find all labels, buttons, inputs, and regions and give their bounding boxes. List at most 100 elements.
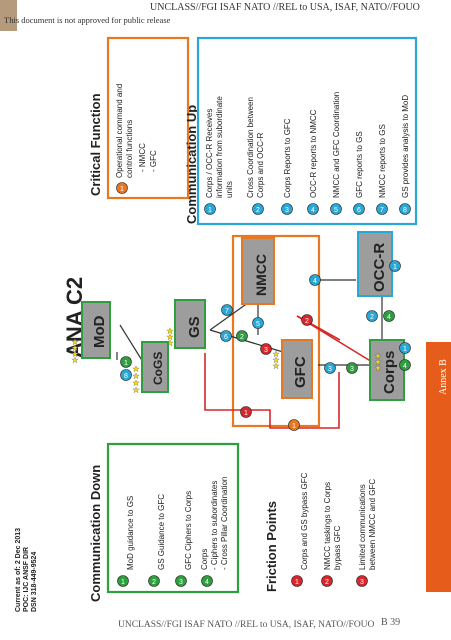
svg-text:1: 1 [121,579,125,586]
svg-text:1: 1 [295,579,299,586]
svg-text:2: 2 [305,318,309,325]
svg-text:Corps: Corps [381,351,398,394]
svg-text:1: 1 [124,360,128,367]
svg-text:1: 1 [393,264,397,271]
up-item-5-text: NMCC and GFC Coordination [332,92,341,198]
svg-text:1: 1 [120,186,124,193]
node-mod [81,301,111,359]
svg-text:5: 5 [334,207,338,214]
down-item-2-badge [148,575,160,587]
page-header [0,0,451,28]
cogs-stars [132,365,140,393]
node-corps [369,339,405,401]
c2-diagram: ANA C2 MoD GS CoGS [62,231,411,431]
up-item-1-text: Corps / OCC-R Receives [205,109,214,198]
svg-text:2: 2 [370,314,374,321]
up-item-2-text: Cross Coordination between [246,97,255,198]
svg-text:GS: GS [186,316,203,338]
up-item-2-badge [252,203,264,215]
friction-line-1 [204,353,340,429]
svg-text:2: 2 [240,334,244,341]
up-item-1-line2: information from subordinate [215,96,224,198]
gfc-stars [272,350,280,369]
svg-text:3: 3 [328,366,332,373]
meta-current-as-of: Current as of: 2 Dec 2013 [15,528,22,612]
up-item-3-badge [281,203,293,215]
up-item-7-text: NMCC reports to GS [378,124,387,198]
up-item-8-text: GS provides analysis to MoD [401,95,410,198]
svg-text:4: 4 [311,207,315,214]
svg-text:5: 5 [256,321,260,328]
svg-text:3: 3 [285,207,289,214]
svg-text:1: 1 [292,423,296,430]
svg-text:6: 6 [357,207,361,214]
svg-text:2: 2 [325,579,329,586]
friction-item-3-line2: between NMCC and GFC [368,479,377,570]
communication-up-heading: Communication Up [184,105,199,224]
meta-poc: POC: IJC ANSF DIR [23,547,30,612]
down-item-4-badge [201,575,213,587]
critical-item-1-badge [116,182,128,194]
svg-text:4: 4 [403,363,407,370]
friction-item-3-badge [356,575,368,587]
critical-item-1-line2: control functions [125,120,134,178]
critical-region-outline [231,234,321,428]
friction-item-2-text: NMCC taskings to Corps [323,482,332,570]
node-occ-r [357,231,393,297]
svg-text:1: 1 [244,410,248,417]
svg-text:CoGS: CoGS [151,352,165,385]
node-cogs [141,341,169,393]
up-item-1-line3: units [225,181,234,198]
node-gs [174,299,206,349]
communication-down-heading: Communication Down [88,465,103,602]
up-item-2-line2: Corps and OCC-R [256,132,265,198]
up-item-4-text: OCC-R reports to NMCC [309,109,318,198]
svg-text:7: 7 [225,308,229,315]
up-item-6-text: GFC reports to GS [355,131,364,198]
down-item-4-sub-1: - Ciphers to subordinates [210,481,219,570]
svg-text:1: 1 [208,207,212,214]
svg-text:MoD: MoD [91,315,108,348]
footer-classification: UNCLASS//FGI ISAF NATO //REL to USA, ISA… [118,620,375,630]
node-gfc [281,339,313,399]
friction-points-heading: Friction Points [264,501,279,592]
svg-text:OCC-R: OCC-R [371,243,388,292]
critical-function-heading: Critical Function [88,93,103,196]
svg-text:NMCC: NMCC [253,254,269,296]
up-item-8-badge [399,203,411,215]
up-item-7-badge [376,203,388,215]
svg-text:4: 4 [387,314,391,321]
critical-item-1-sub-1: - NMCC [138,143,147,172]
up-item-5-badge [330,203,342,215]
friction-points-panel: Friction Points 1 Corps and GS bypass GF… [264,472,377,592]
friction-item-3-text: Limited communications [358,484,367,570]
header-accent-bar [0,0,17,31]
communication-down-panel: Communication Down 1 MoD guidance to GS … [88,442,240,602]
annex-tab [426,342,451,592]
svg-text:GFC: GFC [292,356,309,388]
communication-up-panel: Communication Up 1 Corps / OCC-R Receive… [184,36,418,226]
header-classification: UNCLASS//FGI ISAF NATO //REL to USA, ISA… [150,2,420,13]
svg-text:1: 1 [403,346,407,353]
svg-text:3: 3 [360,579,364,586]
up-item-6-badge [353,203,365,215]
diagram-markers: 8 1 7 6 2 5 3 2 4 1 1 3 3 2 4 1 1 4 [120,260,411,431]
critical-item-1-sub-2: - GFC [149,150,158,172]
svg-text:7: 7 [380,207,384,214]
up-item-1-badge [204,203,216,215]
footer-page-number: B 39 [381,617,401,628]
svg-text:3: 3 [350,366,354,373]
svg-text:3: 3 [264,347,268,354]
friction-item-1-text: Corps and GS bypass GFC [300,472,309,570]
node-nmcc [241,237,275,305]
friction-item-2-badge [321,575,333,587]
meta-dsn: DSN 318-449-9524 [31,552,38,612]
down-item-2-text: GS Guidance to GFC [157,494,166,570]
down-item-3-badge [175,575,187,587]
svg-text:6: 6 [224,334,228,341]
svg-text:2: 2 [152,579,156,586]
svg-text:8: 8 [403,207,407,214]
svg-text:3: 3 [179,579,183,586]
critical-function-panel: Critical Function 1 Operational command … [88,36,190,200]
